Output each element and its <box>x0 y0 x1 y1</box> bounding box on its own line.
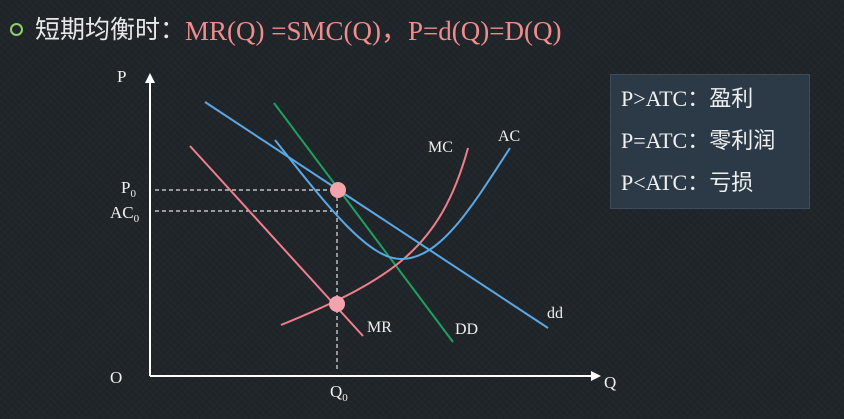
x-axis-label: Q <box>604 373 616 392</box>
ac0-base: AC <box>110 203 134 222</box>
dd-small-demand-curve <box>204 101 549 329</box>
title-formula-text: MR(Q) =SMC(Q)，P=d(Q)=D(Q) <box>185 15 562 46</box>
title-lead-text: 短期均衡时： <box>35 15 186 44</box>
slide-title: 短期均衡时： MR(Q) =SMC(Q)，P=d(Q)=D(Q) <box>10 8 561 48</box>
profit-condition-box: P>ATC：盈利 P=ATC：零利润 P<ATC：亏损 <box>610 74 810 209</box>
mr-label: MR <box>367 319 392 336</box>
equilibrium-point-price <box>330 182 346 198</box>
p0-tick-label: P0 <box>121 178 136 200</box>
ac0-tick-label: AC0 <box>110 203 140 225</box>
zero-profit-condition-line: P=ATC：零利润 <box>621 128 776 153</box>
ac0-sub: 0 <box>134 213 140 225</box>
dd-small-label: dd <box>547 305 563 322</box>
p0-sub: 0 <box>130 188 136 200</box>
y-axis-label: P <box>117 67 126 86</box>
mc-curve <box>280 147 469 326</box>
mc-label: MC <box>428 139 453 156</box>
equilibrium-point-mr-mc <box>329 296 345 312</box>
bullet-circle-icon <box>10 22 23 36</box>
q0-sub: 0 <box>342 392 348 404</box>
q0-base: Q <box>330 382 342 401</box>
origin-label: O <box>110 368 122 387</box>
dd-big-demand-curve <box>273 102 454 343</box>
loss-condition-line: P<ATC：亏损 <box>621 170 754 195</box>
q0-tick-label: Q0 <box>330 382 348 404</box>
ac-label: AC <box>498 128 520 145</box>
profit-condition-line: P>ATC：盈利 <box>621 86 754 111</box>
dd-big-label: DD <box>455 321 478 338</box>
ac-curve <box>274 139 511 261</box>
p0-base: P <box>121 178 130 197</box>
